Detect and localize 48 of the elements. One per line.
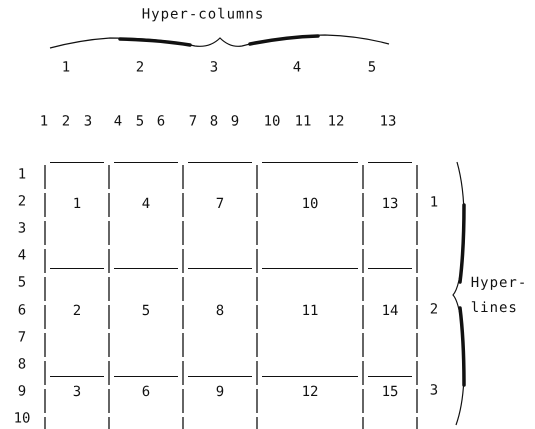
column-number: 8 [210, 114, 218, 130]
cell-number: 3 [72, 384, 82, 400]
column-number: 6 [156, 114, 166, 130]
cell-number: 2 [72, 303, 82, 319]
row-number: 6 [18, 302, 26, 318]
hyper-column-number: 3 [210, 60, 218, 76]
row-number: 5 [18, 276, 26, 292]
hyper-line-number: 2 [430, 302, 438, 318]
column-number: 10 [264, 114, 280, 130]
column-number: 5 [136, 114, 144, 130]
cell-number: 11 [302, 303, 318, 319]
hyper-column-number: 4 [292, 60, 302, 76]
cell-number: 1 [72, 196, 82, 212]
cell-number: 6 [142, 384, 150, 400]
row-number: 2 [18, 194, 26, 210]
column-number: 4 [114, 114, 122, 130]
row-number: 10 [14, 411, 30, 427]
cell-number: 10 [302, 196, 318, 212]
column-number: 3 [84, 114, 92, 130]
row-number: 8 [18, 357, 26, 372]
cell-number: 15 [382, 384, 398, 400]
column-number: 2 [62, 114, 70, 130]
cell-number: 4 [142, 196, 150, 212]
column-number: 9 [230, 114, 240, 130]
column-number: 1 [40, 114, 48, 130]
cell-number: 5 [142, 303, 150, 319]
cell-number: 12 [302, 384, 318, 400]
hyper-column-number: 1 [62, 60, 70, 76]
column-number: 13 [380, 114, 396, 130]
row-number: 1 [18, 167, 26, 183]
row-number: 3 [18, 222, 26, 237]
hyper-line-number: 3 [430, 383, 438, 399]
column-number: 11 [294, 114, 312, 130]
column-number: 12 [328, 114, 344, 130]
cell-number: 14 [382, 303, 398, 319]
row-number: 7 [18, 330, 26, 346]
hyper-column-number: 5 [368, 60, 376, 76]
axis-title: Hyper-columns [142, 7, 264, 23]
cell-number: 8 [216, 303, 224, 319]
row-number: 4 [18, 248, 26, 264]
column-number: 7 [188, 114, 198, 130]
cell-number: 13 [382, 196, 398, 212]
row-number: 9 [18, 384, 26, 400]
hyper-line-number: 1 [430, 195, 438, 211]
cell-number: 9 [216, 384, 224, 400]
hyper-column-number: 2 [136, 60, 144, 76]
cell-number: 7 [216, 196, 224, 212]
axis-title: Hyper- lines [470, 274, 522, 318]
